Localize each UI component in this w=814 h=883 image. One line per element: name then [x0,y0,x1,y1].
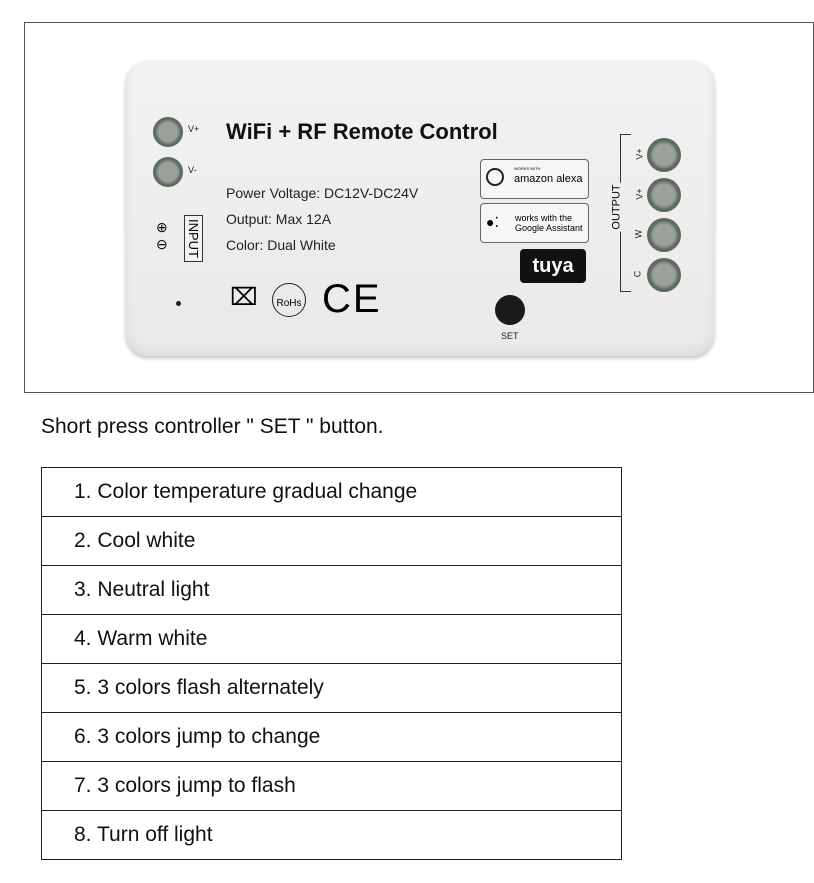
alexa-text: amazon alexa [514,173,583,185]
input-label: INPUT [184,215,203,262]
table-row: 5. 3 colors flash alternately [41,663,622,713]
google-line2: Google Assistant [515,223,583,233]
spec-output: Output: Max 12A [226,211,332,227]
caption: Short press controller " SET " button. [41,415,384,438]
weee-icon: ⌧ [230,284,258,311]
input-terminal-label: V- [188,165,197,175]
output-terminal-label: W [633,229,644,239]
alexa-icon [486,168,504,186]
mode-cell: 1. Color temperature gradual change [41,467,622,517]
table-row: 1. Color temperature gradual change [41,467,622,517]
output-terminal-screw [647,218,681,252]
mode-cell: 7. 3 colors jump to flash [41,761,622,811]
spec-color: Color: Dual White [226,237,336,253]
table-row: 8. Turn off light [41,810,622,860]
mode-cell: 2. Cool white [41,516,622,566]
output-terminal-label: V+ [634,188,645,200]
google-assistant-icon: ●⁚ [486,214,499,230]
google-line1: works with the [515,213,573,223]
controller-device: V+ V- ⊕⊖ INPUT WiFi + RF Remote Control … [126,61,714,356]
output-terminal-label: V+ [634,148,645,160]
polarity-icon: ⊕⊖ [156,219,168,252]
set-label: SET [501,331,519,341]
table-row: 7. 3 colors jump to flash [41,761,622,811]
ce-mark: CE [322,277,382,321]
table-row: 6. 3 colors jump to change [41,712,622,762]
output-terminal-screw [647,138,681,172]
indicator-led [176,301,181,306]
alexa-badge: WORKS WITH amazon alexa [480,159,589,199]
output-terminal-label: C [632,270,643,278]
input-terminal-screw [153,157,183,187]
mode-cell: 4. Warm white [41,614,622,664]
mode-table: 1. Color temperature gradual change 2. C… [41,467,622,860]
output-terminal-screw [647,258,681,292]
tuya-logo: tuya [520,249,586,283]
table-row: 4. Warm white [41,614,622,664]
output-terminal-screw [647,178,681,212]
table-row: 2. Cool white [41,516,622,566]
input-terminal-label: V+ [188,124,200,134]
rohs-icon: RoHs [272,283,306,317]
input-terminal-screw [153,117,183,147]
product-image-frame: V+ V- ⊕⊖ INPUT WiFi + RF Remote Control … [24,22,814,393]
spec-voltage: Power Voltage: DC12V-DC24V [226,185,419,201]
mode-cell: 6. 3 colors jump to change [41,712,622,762]
mode-cell: 8. Turn off light [41,810,622,860]
device-title: WiFi + RF Remote Control [226,119,498,144]
alexa-small-text: WORKS WITH [514,166,541,171]
mode-cell: 5. 3 colors flash alternately [41,663,622,713]
set-button[interactable] [495,295,525,325]
table-row: 3. Neutral light [41,565,622,615]
output-label: OUTPUT [610,182,623,232]
mode-cell: 3. Neutral light [41,565,622,615]
